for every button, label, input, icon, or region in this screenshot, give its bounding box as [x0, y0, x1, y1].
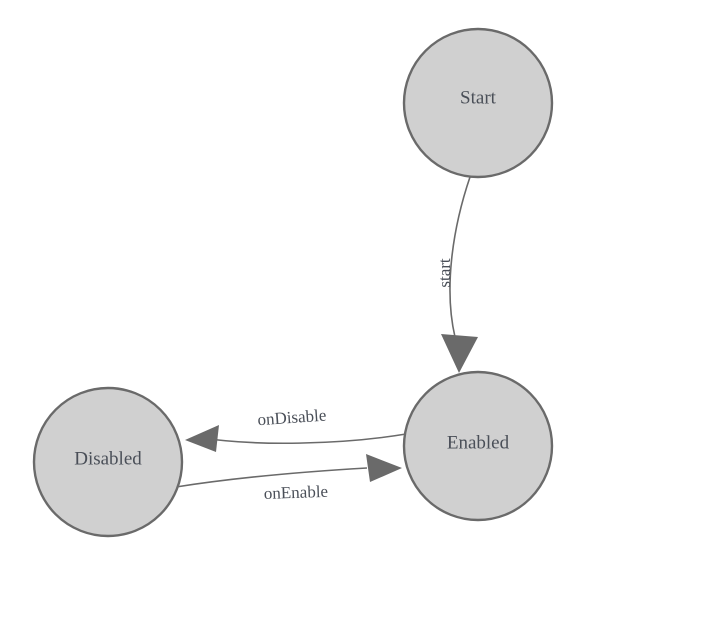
node-start[interactable]: Start — [402, 27, 554, 179]
edge-label-onenable: onEnable — [264, 482, 329, 503]
node-start-circle — [402, 27, 554, 179]
node-enabled[interactable]: Enabled — [402, 370, 554, 522]
node-enabled-label: Enabled — [447, 432, 510, 453]
arrowhead-disabled-to-enabled — [366, 454, 402, 482]
edge-enabled-to-disabled[interactable]: onDisable — [185, 406, 407, 452]
node-disabled-label: Disabled — [74, 448, 142, 469]
edge-disabled-to-enabled[interactable]: onEnable — [175, 454, 402, 503]
node-enabled-circle — [402, 370, 554, 522]
arrowhead-enabled-to-disabled — [185, 425, 219, 452]
arrowhead-start-to-enabled — [441, 334, 478, 373]
edge-label-start: start — [435, 258, 454, 288]
edge-path-enabled-to-disabled — [202, 433, 407, 445]
edge-start-to-enabled[interactable]: start — [435, 176, 478, 373]
edge-label-ondisable: onDisable — [257, 406, 327, 430]
node-start-label: Start — [460, 87, 497, 108]
edge-path-disabled-to-enabled — [175, 467, 368, 488]
edge-path-start-to-enabled — [449, 176, 471, 338]
node-disabled-circle — [32, 386, 184, 538]
node-disabled[interactable]: Disabled — [32, 386, 184, 538]
